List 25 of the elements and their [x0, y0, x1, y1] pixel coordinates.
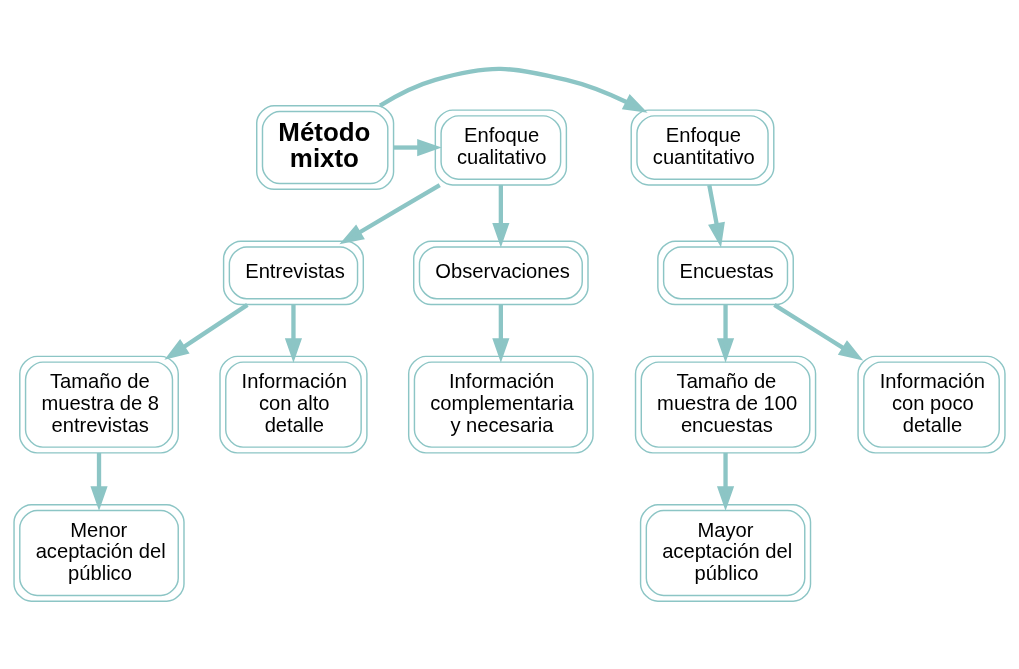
- arrow: [378, 66, 648, 113]
- arrow: [393, 138, 442, 156]
- arrow: [90, 452, 108, 511]
- arrow: [492, 184, 510, 248]
- node-box: Menor aceptación del público: [13, 503, 185, 602]
- node-box: Tamaño de muestra de 100 encuestas: [634, 355, 817, 454]
- arrow: [492, 304, 510, 363]
- node-box: Información con alto detalle: [219, 355, 368, 454]
- node-box: Información con poco detalle: [857, 355, 1006, 454]
- node-box: Entrevistas: [222, 239, 365, 305]
- node-box: Enfoque cuantitativo: [630, 108, 775, 186]
- arrow: [716, 452, 735, 511]
- node-box: Información complementaria y necesaria: [407, 355, 594, 454]
- arrow: [339, 182, 441, 244]
- node-box: Encuestas: [657, 239, 794, 305]
- arrow: [707, 184, 725, 247]
- node-box: Observaciones: [413, 239, 589, 305]
- arrow: [164, 302, 249, 360]
- arrow: [716, 304, 735, 363]
- node-box: Mayor aceptación del público: [639, 503, 812, 602]
- arrow: [773, 302, 864, 360]
- node-box: Tamaño de muestra de 8 entrevistas: [19, 355, 179, 454]
- node-box: Enfoque cualitativo: [434, 108, 568, 186]
- node-box: Método mixto: [256, 104, 395, 190]
- arrow: [284, 304, 303, 363]
